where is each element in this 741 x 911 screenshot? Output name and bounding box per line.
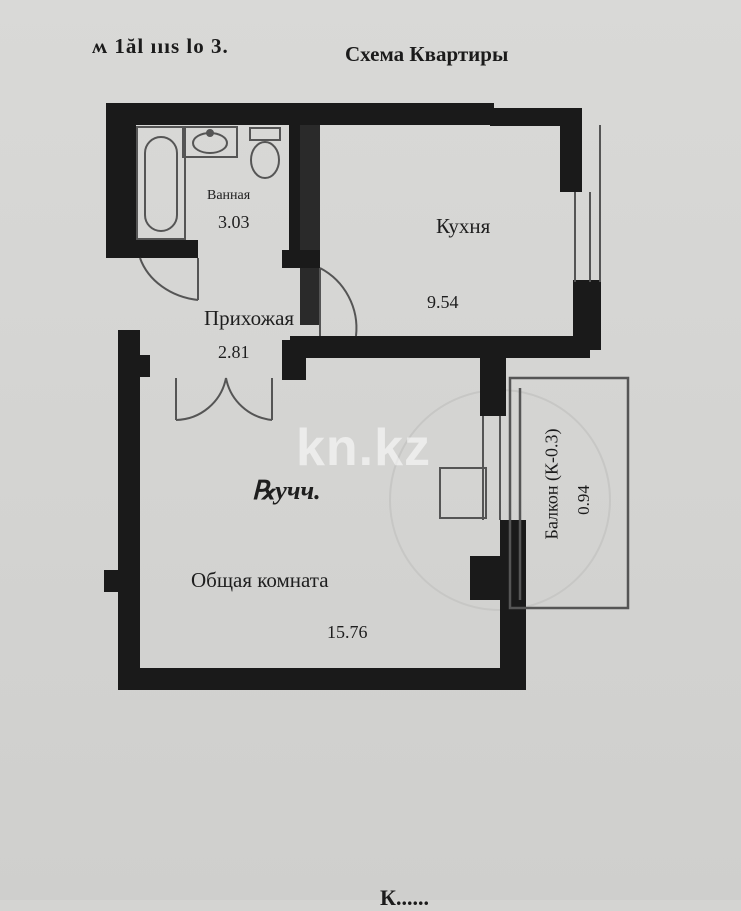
kitchen-area: 9.54 (427, 292, 459, 312)
bathtub (136, 126, 186, 240)
toilet (249, 127, 281, 179)
footer-partial-text: К...... (380, 885, 429, 910)
wall-bath-bottom (120, 240, 198, 258)
page-title: Схема Квартиры (345, 42, 509, 66)
living-area: 15.76 (327, 622, 368, 642)
kitchen-window (574, 125, 601, 282)
hall-area: 2.81 (218, 342, 250, 362)
wall-living-right-upper (480, 340, 506, 416)
wall-left-lower (118, 330, 140, 690)
balcony-frame (508, 376, 630, 610)
wall-kitchen-bottom (290, 336, 590, 358)
wall-top (106, 103, 494, 125)
wall-top-right (490, 108, 580, 126)
living-name: Общая комната (191, 568, 329, 592)
balcony-door (439, 467, 487, 519)
wall-bottom (118, 668, 526, 690)
wall-hall-right-stub (282, 340, 306, 380)
sink (182, 126, 238, 158)
watermark: kn.kz (296, 419, 432, 477)
balcony-name: Балкон (К-0.3) (541, 428, 562, 540)
balcony-area: 0.94 (574, 485, 593, 515)
living-double-door (175, 377, 273, 421)
wall-left-stub (104, 570, 124, 592)
bathroom-door (139, 257, 199, 301)
bathroom-area: 3.03 (218, 212, 250, 232)
kitchen-name: Кухня (436, 214, 491, 238)
wall-living-right-stub (470, 556, 504, 600)
wall-hall-left-stub (120, 355, 150, 377)
kitchen-door (319, 267, 358, 337)
bathroom-name: Ванная (207, 188, 251, 203)
wall-kitchen-left (300, 125, 320, 325)
wall-bath-bottom-right (282, 250, 320, 268)
wall-living-right-lower (500, 520, 526, 690)
hall-name: Прихожая (204, 306, 295, 330)
walls (104, 103, 601, 690)
header-label: ʍ 1ăl ıııs lо 3. (92, 34, 229, 58)
handwritten-note: ℞учч. (252, 476, 321, 505)
wall-kitchen-right-upper (560, 108, 582, 192)
wall-left-upper (106, 103, 136, 258)
